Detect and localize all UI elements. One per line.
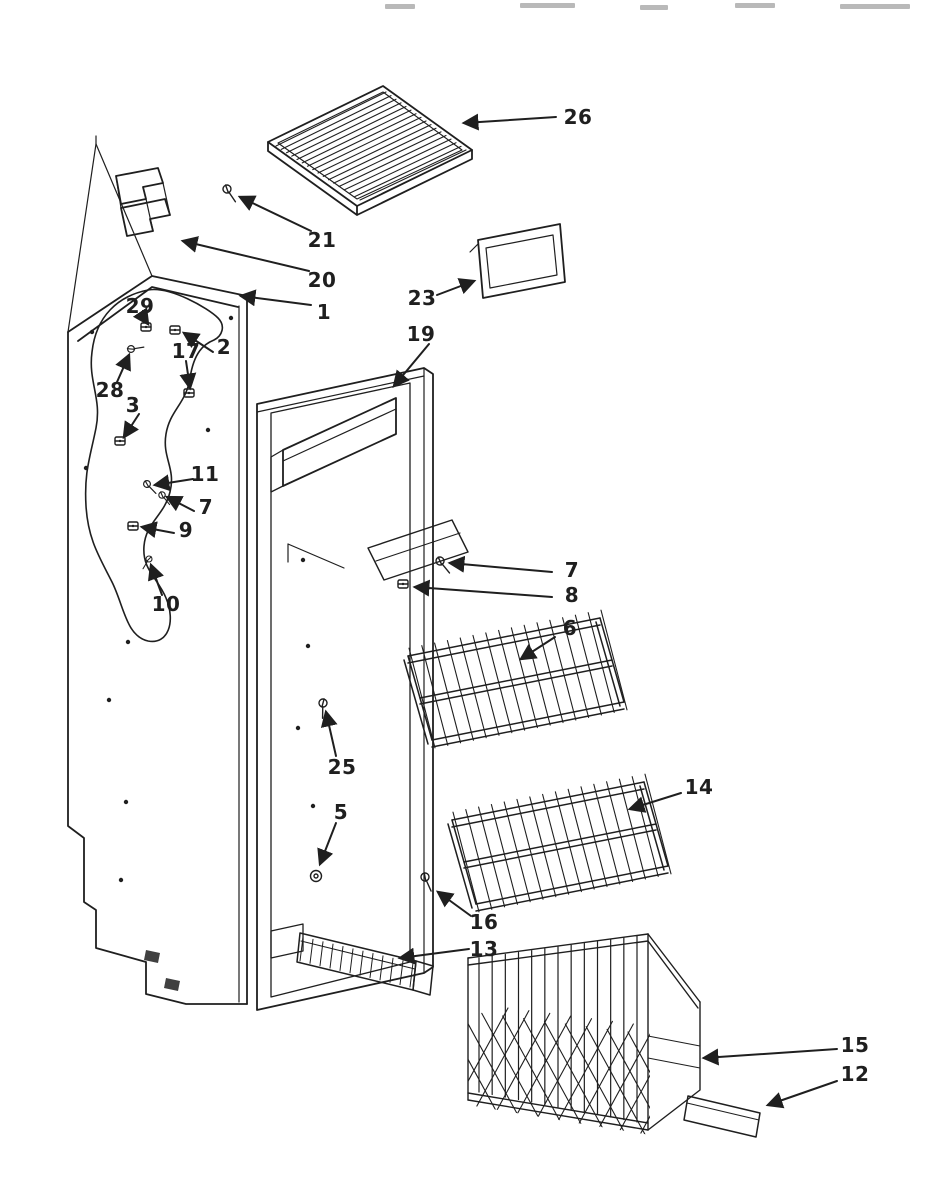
callout-21: 21 <box>307 228 337 252</box>
hardware-parts <box>114 182 455 892</box>
clip-17 <box>183 388 195 398</box>
top-trim-panel <box>270 397 397 493</box>
print-artifact <box>385 4 415 9</box>
cabinet-back-edge-lines <box>67 135 153 333</box>
callout-7-left: 7 <box>198 495 214 519</box>
callout-12: 12 <box>840 1062 870 1086</box>
callout-19: 19 <box>406 322 436 346</box>
callout-7-mid: 7 <box>564 558 580 582</box>
wire-shelf-lower <box>447 773 672 913</box>
trim-strip <box>683 1095 761 1138</box>
wire-basket <box>467 933 701 1135</box>
toe-trim <box>296 932 434 996</box>
callout-23: 23 <box>407 286 437 310</box>
clip-2 <box>169 325 181 335</box>
callout-13: 13 <box>469 937 499 961</box>
callout-25: 25 <box>327 755 357 779</box>
small-frame-part <box>469 223 566 299</box>
callout-26: 26 <box>563 105 593 129</box>
callout-9: 9 <box>178 518 194 542</box>
callout-arrows <box>115 113 838 1109</box>
screw-11 <box>141 479 160 495</box>
cabinet-rivet-dots <box>83 315 234 991</box>
wire-shelf-top <box>267 85 473 216</box>
callout-6: 6 <box>562 616 578 640</box>
callout-28: 28 <box>95 378 125 402</box>
callout-2: 2 <box>216 335 232 359</box>
liner-recess-outline <box>84 288 224 643</box>
deflector-panel <box>367 519 469 581</box>
clip-3 <box>114 436 126 446</box>
mounting-bracket <box>115 167 171 237</box>
print-artifact <box>840 4 910 9</box>
clip-9 <box>127 521 139 531</box>
callout-3: 3 <box>125 393 141 417</box>
print-artifact <box>735 3 775 8</box>
print-artifact <box>640 5 668 10</box>
callout-20: 20 <box>307 268 337 292</box>
screw-16 <box>416 870 439 892</box>
callout-10: 10 <box>151 592 181 616</box>
freezer-cabinet-outline <box>67 275 248 1005</box>
print-artifact <box>520 3 575 8</box>
door-rivet-dots <box>295 557 316 809</box>
grommet-5 <box>309 869 323 883</box>
screw-28 <box>125 338 145 357</box>
callout-11: 11 <box>190 462 220 486</box>
clip-8 <box>397 579 409 589</box>
callout-15: 15 <box>840 1033 870 1057</box>
callout-14: 14 <box>684 775 714 799</box>
callout-29: 29 <box>125 294 155 318</box>
callout-8: 8 <box>564 583 580 607</box>
callout-17: 17 <box>171 339 201 363</box>
wire-shelf-upper <box>403 609 628 749</box>
callout-5: 5 <box>333 800 349 824</box>
screw-25 <box>313 696 334 719</box>
clip-29 <box>140 322 152 332</box>
callout-16: 16 <box>469 910 499 934</box>
grommet-5-center <box>313 873 319 879</box>
screw-21 <box>219 182 242 203</box>
callout-1: 1 <box>316 300 332 324</box>
